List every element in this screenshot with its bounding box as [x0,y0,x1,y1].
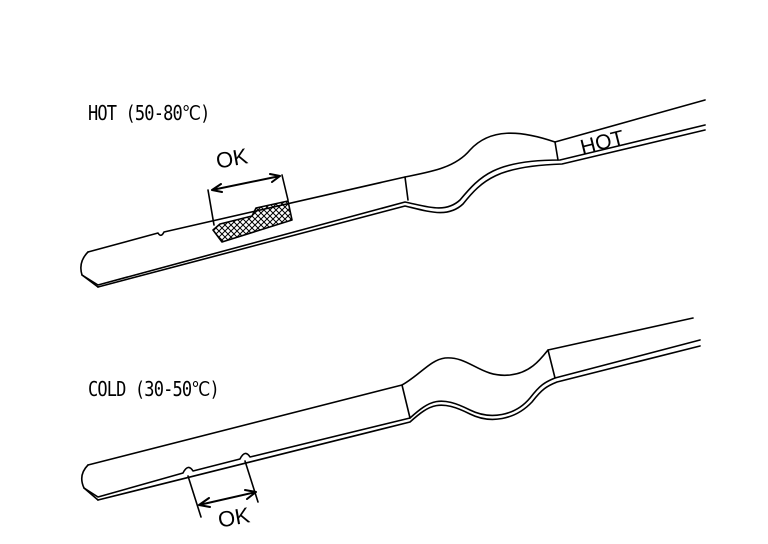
ok-range-arrow [211,173,281,193]
hot-gauge-label: HOT (50-80℃) [88,101,210,125]
hot-ok-label: OK [213,143,250,174]
cold-gauge-label: COLD (30-50℃) [88,377,220,401]
oil-level-crosshatch [212,200,293,243]
hot-dipstick [80,99,706,288]
ok-range-extension-lines [207,174,289,226]
ok-range-extension-lines [187,460,259,518]
ok-range-arrow [198,489,257,508]
cold-ok-label: OK [215,502,252,533]
cold-dipstick [80,317,701,518]
